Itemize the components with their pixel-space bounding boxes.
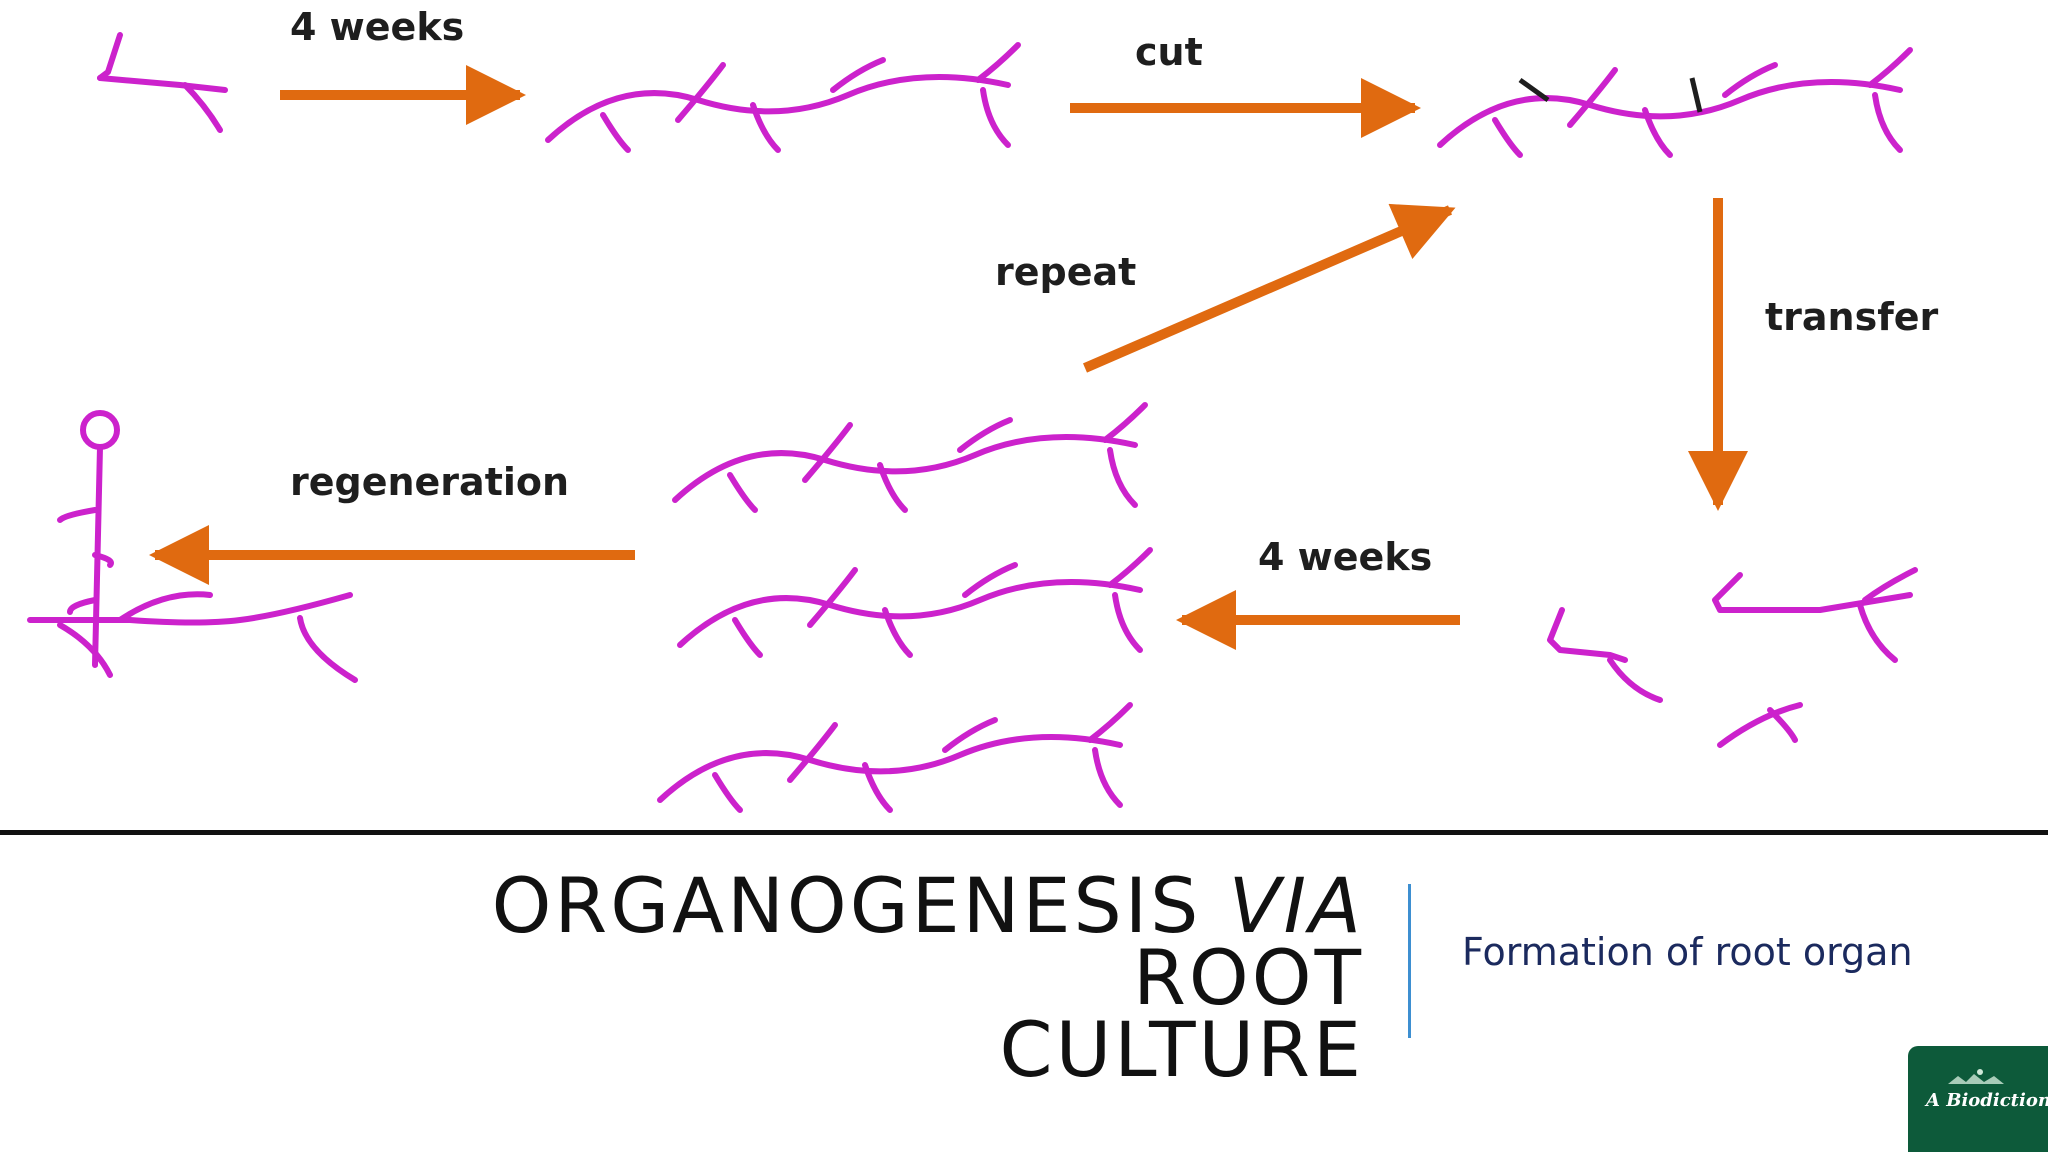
regenerated-plantlet (27, 410, 358, 683)
label-regeneration: regeneration (290, 460, 569, 504)
title-italic: VIA (1228, 861, 1364, 950)
divider-line (0, 830, 2048, 835)
root-branch-stack-3 (660, 705, 1130, 810)
arrow-repeat (1083, 203, 1456, 373)
root-branch-stack-1 (675, 405, 1145, 510)
slide-title: ORGANOGENESIS VIA ROOT CULTURE (264, 868, 1364, 1094)
label-cut: cut (1135, 30, 1203, 74)
logo-text: A Biodiction (1926, 1090, 2048, 1111)
label-4-weeks-top: 4 weeks (290, 5, 464, 49)
label-repeat: repeat (995, 250, 1136, 294)
slide-subtitle: Formation of root organ (1462, 930, 1913, 974)
biodiction-logo: A Biodiction (1908, 1046, 2048, 1152)
root-branch-stack-2 (680, 550, 1150, 655)
title-part-2: ROOT (1133, 933, 1364, 1022)
root-branch-cut (1440, 50, 1910, 155)
title-line-2: CULTURE (999, 1005, 1364, 1094)
cut-marks (1518, 77, 1703, 113)
label-transfer: transfer (1765, 295, 1939, 339)
title-part-1: ORGANOGENESIS (491, 861, 1229, 950)
title-separator (1408, 884, 1411, 1038)
landscape-logo-icon (1948, 1069, 2004, 1084)
label-4-weeks-bottom: 4 weeks (1258, 535, 1432, 579)
root-fragment-small (97, 32, 228, 133)
root-fragments-transferred (1547, 567, 1918, 748)
root-branch-grown (548, 45, 1018, 150)
root-culture-diagram: 4 weeks cut repeat transfer regeneration… (27, 5, 1939, 830)
